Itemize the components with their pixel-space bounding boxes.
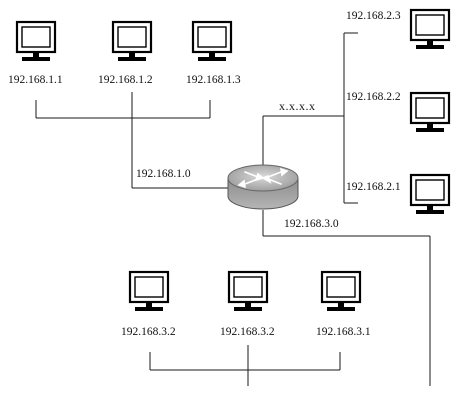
network-label-lan1: 192.168.1.0	[136, 168, 191, 180]
host-192-168-2-2: 192.168.2.2	[346, 91, 451, 134]
monitor-icon	[111, 20, 153, 63]
host-192-168-1-2: 192.168.1.2	[98, 20, 153, 86]
monitor-icon	[320, 270, 362, 313]
monitor-icon	[409, 173, 451, 216]
host-label: 192.168.1.2	[98, 74, 153, 86]
router-icon	[227, 164, 299, 210]
host-192-168-3-1: 192.168.3.1	[316, 270, 371, 338]
network-label-lan2: x.x.x.x	[279, 99, 316, 113]
monitor-icon	[15, 20, 57, 63]
monitor-icon	[191, 20, 233, 63]
host-192-168-3-2-middle: 192.168.3.2	[220, 270, 275, 338]
host-label: 192.168.1.1	[8, 74, 63, 86]
host-192-168-2-3: 192.168.2.3	[346, 8, 451, 51]
monitor-icon	[227, 270, 269, 313]
host-192-168-1-1: 192.168.1.1	[8, 20, 63, 86]
links	[35, 32, 431, 386]
host-192-168-1-3: 192.168.1.3	[186, 20, 241, 86]
host-192-168-3-2-left: 192.168.3.2	[121, 270, 176, 338]
host-label: 192.168.1.3	[186, 74, 241, 86]
network-label-lan3: 192.168.3.0	[284, 218, 339, 230]
monitor-icon	[409, 91, 451, 134]
host-label: 192.168.3.1	[316, 326, 371, 338]
host-label: 192.168.3.2	[121, 326, 176, 338]
host-label: 192.168.2.3	[346, 10, 401, 22]
monitor-icon	[128, 270, 170, 313]
host-label: 192.168.3.2	[220, 326, 275, 338]
host-label: 192.168.2.1	[346, 181, 401, 193]
host-192-168-2-1: 192.168.2.1	[346, 173, 451, 216]
monitor-icon	[409, 8, 451, 51]
host-label: 192.168.2.2	[346, 91, 401, 103]
